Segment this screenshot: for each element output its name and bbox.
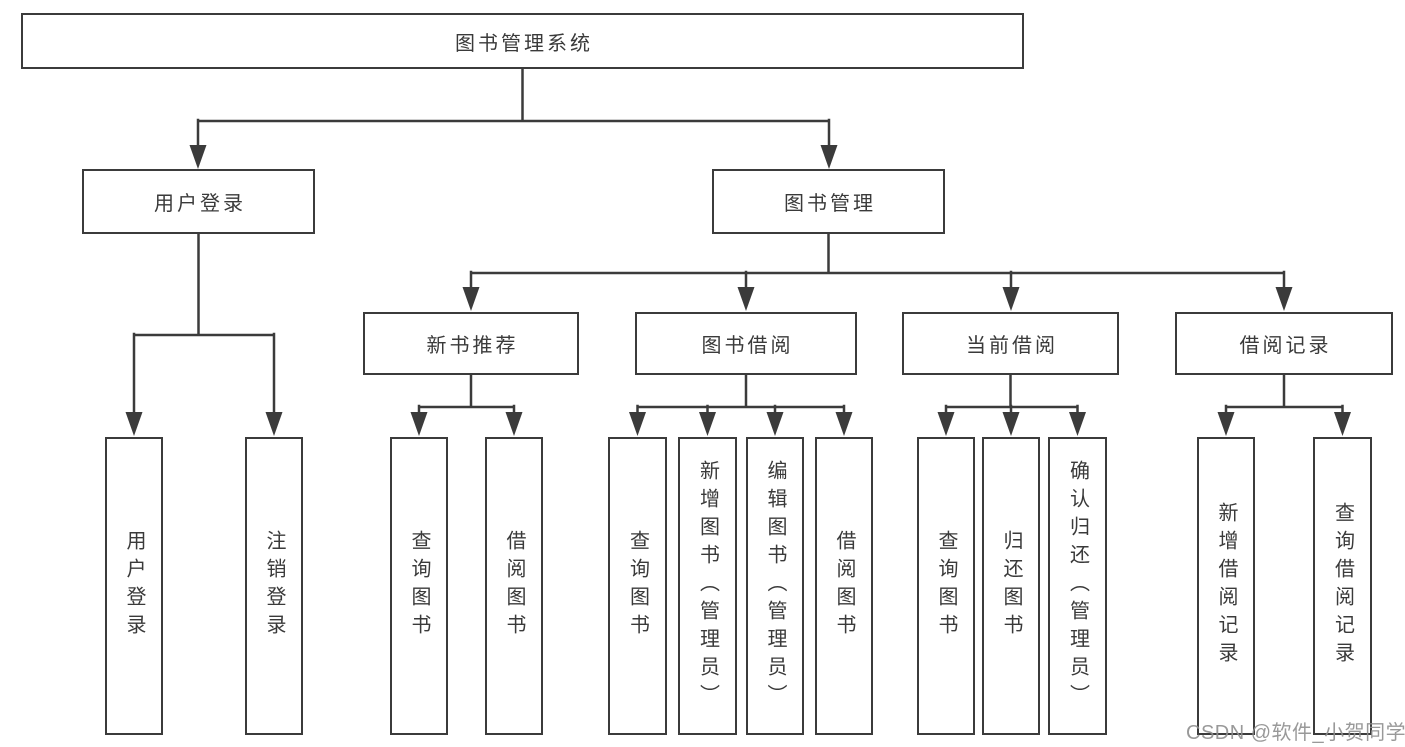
arrow-icon [699, 412, 716, 436]
leaf-label: 借阅图书 [503, 530, 525, 642]
leaf-current-query: 查询图书 [917, 437, 975, 735]
arrow-icon [265, 412, 283, 436]
leaf-user-login: 用户登录 [105, 437, 163, 735]
node-label: 图书管理系统 [455, 32, 593, 55]
connector-root-to-level2 [196, 67, 831, 148]
node-label: 当前借阅 [966, 335, 1058, 357]
arrow-icon [820, 145, 838, 169]
arrow-icon [410, 412, 428, 436]
arrow-icon [1002, 287, 1020, 311]
arrow-icon [937, 412, 955, 436]
leaf-label: 注销登录 [263, 530, 285, 642]
node-book-management: 图书管理 [712, 169, 945, 234]
arrow-icon [125, 412, 143, 436]
connector-currentborrow-to-leaves [944, 373, 1079, 416]
node-label: 图书借阅 [701, 335, 794, 357]
node-new-book-recommend: 新书推荐 [363, 312, 579, 375]
leaf-borrowing-borrow: 借阅图书 [815, 437, 873, 735]
leaf-newbooks-borrow: 借阅图书 [485, 437, 543, 735]
leaf-label: 用户登录 [123, 530, 145, 642]
arrow-icon [1069, 412, 1086, 436]
leaf-current-confirm-admin: 确认归还（管理员） [1048, 437, 1107, 735]
leaf-label: 查询图书 [626, 530, 649, 642]
leaf-newbooks-query: 查询图书 [390, 437, 448, 735]
node-borrowing-records: 借阅记录 [1175, 312, 1393, 375]
leaf-label: 查询图书 [408, 530, 430, 642]
leaf-label: 查询借阅记录 [1331, 502, 1354, 670]
connector-userlogin-to-leaves [132, 232, 276, 415]
leaf-borrowing-query: 查询图书 [608, 437, 667, 735]
leaf-borrowing-add-admin: 新增图书（管理员） [678, 437, 737, 735]
leaf-current-return: 归还图书 [982, 437, 1040, 735]
node-user-login: 用户登录 [82, 169, 315, 234]
leaf-records-query: 查询借阅记录 [1313, 437, 1372, 735]
arrow-icon [1275, 287, 1293, 311]
leaf-label: 确认归还（管理员） [1066, 460, 1089, 712]
leaf-label: 新增借阅记录 [1215, 502, 1237, 670]
arrow-icon [1217, 412, 1235, 436]
node-label: 新书推荐 [426, 335, 519, 357]
arrow-icon [737, 287, 755, 311]
leaf-label: 编辑图书（管理员） [764, 460, 786, 712]
node-system-root: 图书管理系统 [21, 13, 1024, 69]
node-book-borrowing: 图书借阅 [635, 312, 857, 375]
leaf-records-add: 新增借阅记录 [1197, 437, 1255, 735]
connector-bookmgmt-to-level3 [469, 232, 1286, 290]
node-label: 图书管理 [784, 193, 876, 215]
connector-bookborrow-to-leaves [636, 373, 846, 416]
csdn-watermark: CSDN @软件_小贺同学 [1186, 722, 1405, 744]
leaf-label: 借阅图书 [833, 530, 855, 642]
node-label: 用户登录 [154, 193, 246, 215]
arrow-icon [835, 412, 853, 436]
leaf-logout: 注销登录 [245, 437, 303, 735]
arrow-icon [766, 412, 784, 436]
arrow-icon [189, 145, 207, 169]
arrow-icon [1334, 412, 1351, 436]
arrow-icon [462, 287, 480, 311]
connector-records-to-leaves [1224, 373, 1344, 416]
node-label: 借阅记录 [1239, 335, 1332, 357]
node-current-borrowing: 当前借阅 [902, 312, 1119, 375]
arrow-icon [1002, 412, 1020, 436]
leaf-label: 归还图书 [1000, 530, 1022, 642]
leaf-label: 查询图书 [935, 530, 957, 642]
arrow-icon [629, 412, 646, 436]
leaf-label: 新增图书（管理员） [696, 460, 719, 712]
arrow-icon [505, 412, 523, 436]
leaf-borrowing-edit-admin: 编辑图书（管理员） [746, 437, 804, 735]
connector-newbooks-to-leaves [417, 373, 516, 416]
